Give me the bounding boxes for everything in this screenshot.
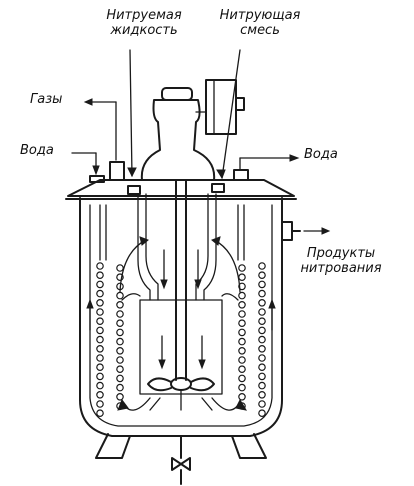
coil-turn (96, 298, 104, 307)
coil-turn (258, 280, 266, 289)
drive-cap (161, 87, 193, 101)
flow-arrows (86, 236, 276, 411)
coil-turn (116, 383, 124, 392)
gases-arrow-icon (83, 98, 117, 161)
water-out-arrow-icon (239, 154, 300, 171)
leg-right (231, 433, 267, 459)
coil-turn (238, 383, 246, 392)
coil-turn (258, 271, 266, 280)
electric-motor-icon (195, 79, 245, 135)
nozzle-mid-right (211, 183, 225, 193)
coil-turn (258, 298, 266, 307)
nozzle-left-water (89, 175, 105, 183)
coil-turn (96, 400, 104, 408)
coil-turn (116, 264, 124, 272)
label-water-out: Вода (304, 147, 338, 162)
inner-feed-left (137, 193, 151, 301)
vessel-lid (67, 179, 295, 197)
coil-turn (96, 390, 104, 399)
coil-turn (96, 409, 104, 418)
coil-turn (238, 365, 246, 374)
coil-turn (238, 291, 246, 300)
propeller-stirrer-icon (147, 377, 215, 411)
coil-turn (258, 372, 266, 381)
coil-turn (96, 363, 104, 372)
coil-turn (238, 319, 246, 328)
coil-turn (238, 346, 246, 355)
feed-pipe-liquid (129, 49, 133, 177)
gas-nozzle (109, 161, 125, 181)
label-nitrated-liquid: Нитруемая жидкость (106, 8, 182, 38)
water-in-arrow-icon (71, 152, 100, 176)
coil-turn (116, 337, 124, 346)
coil-turn (96, 289, 104, 298)
coil-turn (258, 381, 266, 390)
coil-turn (116, 365, 124, 374)
products-outlet (281, 221, 293, 241)
coil-turn (116, 319, 124, 328)
coil-turn (116, 328, 124, 337)
coil-turn (258, 289, 266, 298)
coil-turn (116, 346, 124, 355)
coil-turn (96, 372, 104, 381)
coil-turn (116, 310, 124, 318)
coil-turn (258, 354, 266, 362)
coil-turn (258, 326, 266, 335)
inner-wall (89, 204, 273, 427)
coil-turn (238, 264, 246, 272)
coil-turn (96, 354, 104, 362)
coil-turn (96, 326, 104, 335)
coil-turn (96, 381, 104, 390)
coil-turn (96, 280, 104, 289)
coil-turn (116, 300, 124, 309)
label-nitrating-mixture: Нитрующая смесь (219, 8, 301, 38)
coil-turn (238, 300, 246, 309)
label-water-in: Вода (20, 143, 54, 158)
coil-turn (116, 374, 124, 383)
coil-turn (238, 356, 246, 364)
coil-turn (238, 282, 246, 291)
coil-turn (258, 317, 266, 326)
coil-turn (116, 392, 124, 401)
coil-turn (96, 317, 104, 326)
coil-turn (238, 328, 246, 337)
coil-turn (96, 271, 104, 280)
coil-turn (258, 262, 266, 270)
leg-left (95, 433, 131, 459)
coil-turn (258, 344, 266, 353)
inner-feed-right (203, 193, 217, 301)
coil-turn (116, 273, 124, 282)
coil-turn (258, 363, 266, 372)
coil-turn (238, 273, 246, 282)
label-gases: Газы (30, 92, 63, 107)
coil-turn (258, 400, 266, 408)
drain-valve-icon (171, 457, 191, 485)
coil-turn (238, 374, 246, 383)
coil-turn (96, 262, 104, 270)
nozzle-right-water (233, 169, 249, 181)
coil-turn (96, 335, 104, 344)
coil-turn (258, 390, 266, 399)
products-arrow-icon (303, 227, 331, 235)
coil-turn (96, 344, 104, 353)
coil-turn (238, 310, 246, 318)
cooling-coils (96, 262, 266, 418)
label-products: Продукты нитрования (300, 246, 382, 276)
coil-turn (116, 356, 124, 364)
coil-turn (116, 291, 124, 300)
coil-turn (258, 409, 266, 418)
coil-turn (96, 308, 104, 316)
coil-turn (258, 308, 266, 316)
coil-turn (238, 337, 246, 346)
nozzle-mid (127, 185, 141, 195)
coil-turn (258, 335, 266, 344)
coil-turn (238, 392, 246, 401)
feed-pipe-mixture (221, 49, 241, 179)
